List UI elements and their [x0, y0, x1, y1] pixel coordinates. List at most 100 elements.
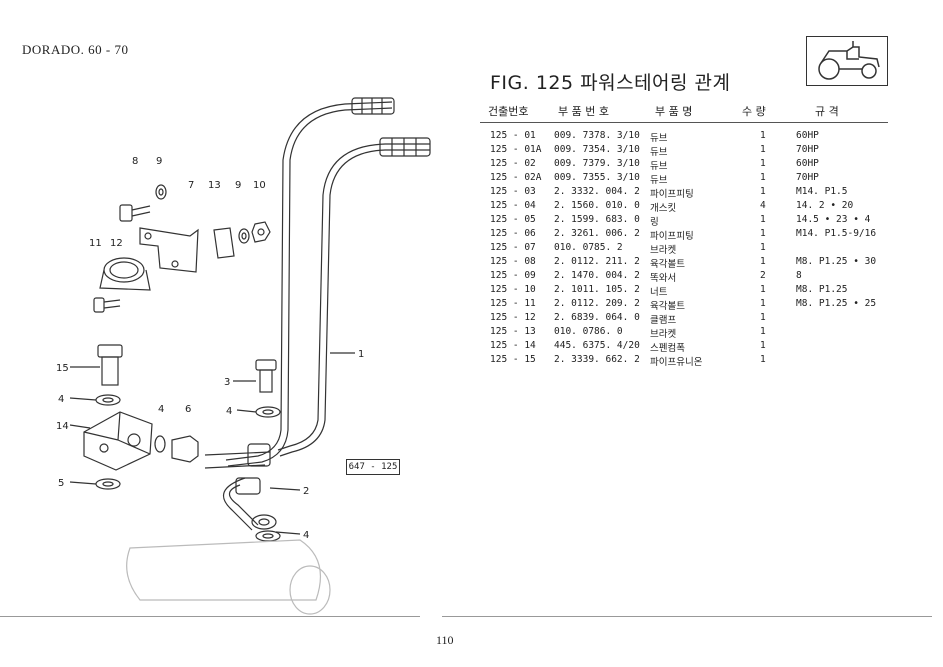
cell-name: 개스킷 [650, 203, 677, 214]
cell-spec: 70HP [796, 172, 819, 183]
callout-6: 6 [185, 404, 191, 415]
callout-15: 15 [56, 363, 69, 374]
cell-qty: 1 [760, 242, 766, 253]
table-row: 125 - 07 010. 0785. 2 브라켓 1 [490, 242, 890, 256]
callout-7: 7 [188, 180, 194, 191]
cell-qty: 1 [760, 298, 766, 309]
cell-part: 2. 1011. 105. 2 [554, 284, 640, 295]
callout-4b: 4 [158, 404, 164, 415]
col-ref: 건출번호 [488, 105, 529, 118]
cell-part: 010. 0785. 2 [554, 242, 623, 253]
cell-name: 듀브 [650, 175, 668, 186]
cell-spec: 60HP [796, 158, 819, 169]
callout-2: 2 [303, 486, 309, 497]
cell-part: 009. 7354. 3/10 [554, 144, 640, 155]
cell-spec: 14. 2 • 20 [796, 200, 854, 211]
cell-part: 2. 1599. 683. 0 [554, 214, 640, 225]
figure-title: FIG. 125 파워스테어링 관계 [490, 72, 731, 94]
cell-name: 브라켓 [650, 329, 677, 340]
table-row: 125 - 06 2. 3261. 006. 2 파이프피팅 1 M14. P1.5-9… [490, 228, 890, 242]
cell-spec: 60HP [796, 130, 819, 141]
col-name: 부 품 명 [655, 105, 693, 118]
callout-10: 10 [253, 180, 266, 191]
cell-ref: 125 - 10 [490, 284, 536, 295]
cell-name: 너트 [650, 287, 668, 298]
cell-qty: 1 [760, 214, 766, 225]
cell-qty: 4 [760, 200, 766, 211]
cell-spec: M8. P1.25 • 30 [796, 256, 877, 267]
bottom-rule-left [0, 616, 420, 617]
cell-name: 똑와서 [650, 273, 677, 284]
cell-spec: M8. P1.25 • 25 [796, 298, 877, 309]
model-label: DORADO. 60 - 70 [22, 42, 129, 57]
cell-part: 2. 1470. 004. 2 [554, 270, 640, 281]
cell-ref: 125 - 14 [490, 340, 536, 351]
cell-part: 009. 7379. 3/10 [554, 158, 640, 169]
cell-qty: 1 [760, 284, 766, 295]
figure-reference: 647 - 125 [346, 459, 400, 475]
cell-part: 2. 6839. 064. 0 [554, 312, 640, 323]
cell-qty: 1 [760, 326, 766, 337]
cell-part: 2. 3332. 004. 2 [554, 186, 640, 197]
cell-ref: 125 - 08 [490, 256, 536, 267]
callout-11: 11 [89, 238, 102, 249]
cell-ref: 125 - 01 [490, 130, 536, 141]
callout-8: 8 [132, 156, 138, 167]
cell-name: 링 [650, 217, 659, 228]
cell-name: 듀브 [650, 147, 668, 158]
cell-part: 445. 6375. 4/20 [554, 340, 640, 351]
cell-part: 2. 0112. 211. 2 [554, 256, 640, 267]
cell-spec: M14. P1.5 [796, 186, 848, 197]
callout-14: 14 [56, 421, 69, 432]
callout-4d: 4 [303, 530, 309, 541]
callout-12: 12 [110, 238, 123, 249]
cell-ref: 125 - 02A [490, 172, 542, 183]
cell-name: 스펜컴폭 [650, 343, 685, 354]
cell-qty: 1 [760, 228, 766, 239]
cell-ref: 125 - 07 [490, 242, 536, 253]
cell-name: 육각볼트 [650, 301, 685, 312]
cell-name: 브라켓 [650, 245, 677, 256]
cell-qty: 1 [760, 312, 766, 323]
cell-ref: 125 - 02 [490, 158, 536, 169]
tractor-icon [806, 36, 888, 86]
callout-4c: 4 [226, 406, 232, 417]
cell-ref: 125 - 15 [490, 354, 536, 365]
col-qty: 수 량 [742, 105, 766, 118]
cell-name: 파이프유니온 [650, 357, 703, 368]
cell-qty: 1 [760, 172, 766, 183]
cell-ref: 125 - 13 [490, 326, 536, 337]
callout-1: 1 [358, 349, 364, 360]
cell-ref: 125 - 01A [490, 144, 542, 155]
col-spec: 규 격 [815, 105, 839, 118]
cell-ref: 125 - 03 [490, 186, 536, 197]
cell-name: 파이프피팅 [650, 231, 694, 242]
table-header: 건출번호 부 품 번 호 부 품 명 수 량 규 격 [480, 100, 888, 123]
cell-ref: 125 - 11 [490, 298, 536, 309]
col-part: 부 품 번 호 [558, 105, 609, 118]
cell-part: 2. 0112. 209. 2 [554, 298, 640, 309]
cell-qty: 2 [760, 270, 766, 281]
cell-spec: 14.5 • 23 • 4 [796, 214, 871, 225]
cell-qty: 1 [760, 158, 766, 169]
callout-3: 3 [224, 377, 230, 388]
cell-name: 듀브 [650, 161, 668, 172]
cell-ref: 125 - 06 [490, 228, 536, 239]
cell-qty: 1 [760, 144, 766, 155]
callout-9a: 9 [156, 156, 162, 167]
cell-part: 2. 3261. 006. 2 [554, 228, 640, 239]
cell-qty: 1 [760, 354, 766, 365]
cell-ref: 125 - 04 [490, 200, 536, 211]
cell-spec: M14. P1.5-9/16 [796, 228, 877, 239]
cell-ref: 125 - 09 [490, 270, 536, 281]
